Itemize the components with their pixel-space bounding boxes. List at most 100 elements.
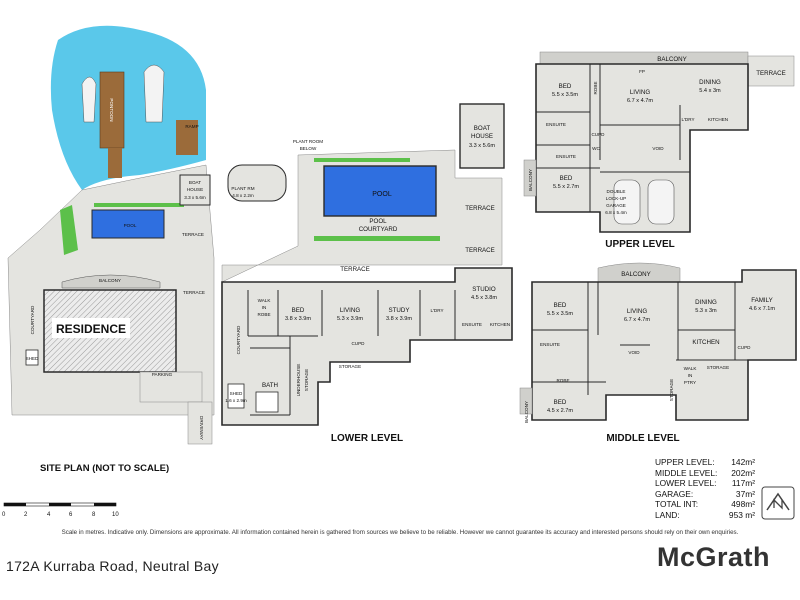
upper-void-label: VOID xyxy=(652,146,664,151)
site-plan-title: SITE PLAN (NOT TO SCALE) xyxy=(40,463,170,474)
lower-floor xyxy=(221,267,513,426)
lower-underhouse-1: UNDERHOUSE xyxy=(296,364,301,397)
lower-cupd-label: CUPD xyxy=(351,341,365,346)
site-shed xyxy=(25,349,39,366)
site-ramp-label: RAMP xyxy=(185,124,198,129)
lower-boat-house-label-1: BOAT xyxy=(474,125,491,132)
upper-living-dim: 6.7 x 4.7m xyxy=(627,98,653,104)
site-courtyard-label: COURTYARD xyxy=(30,305,35,334)
upper-level-title: UPPER LEVEL xyxy=(605,239,674,250)
parking-area xyxy=(139,371,203,403)
middle-ensuite-label: ENSUITE xyxy=(540,342,560,347)
upper-garage-2: LOCK-UP xyxy=(606,196,626,201)
scale-tick-6: 6 xyxy=(69,512,73,518)
lower-pool-label: POOL xyxy=(372,191,392,198)
area-row: GARAGE:37m² xyxy=(655,489,755,500)
middle-bed-2-label: BED xyxy=(554,399,567,406)
lower-study-dim: 3.8 x 3.9m xyxy=(386,316,412,322)
middle-level-title: MIDDLE LEVEL xyxy=(606,433,679,444)
lower-boat-house xyxy=(459,103,505,169)
lower-level-title: LOWER LEVEL xyxy=(331,433,403,444)
upper-garage-dim: 6.8 x 5.4m xyxy=(605,210,627,215)
site-boat-house-label-2: HOUSE xyxy=(187,187,203,192)
hedge-strip xyxy=(94,203,184,207)
upper-living-label: LIVING xyxy=(630,89,650,96)
lower-plant-rm-dim: 4.8 x 2.2m xyxy=(232,193,254,198)
upper-walls xyxy=(536,64,690,212)
scale-tick-8: 8 xyxy=(92,512,96,518)
car-2 xyxy=(647,179,675,225)
site-pool xyxy=(91,209,165,239)
area-value: 202m² xyxy=(731,467,755,478)
scale-tick-10: 10 xyxy=(112,512,119,518)
upper-ensuite-2-label: ENSUITE xyxy=(556,154,576,159)
property-address: 172A Kurraba Road, Neutral Bay xyxy=(6,558,219,574)
bath-tub xyxy=(255,391,279,413)
lower-courtyard-label: COURTYARD xyxy=(236,325,241,354)
hedge-top xyxy=(314,158,410,162)
upper-terrace-label: TERRACE xyxy=(756,70,786,77)
upper-ensuite-1-label: ENSUITE xyxy=(546,122,566,127)
lower-shed xyxy=(227,383,245,409)
upper-wc-label: WC xyxy=(592,146,600,151)
hedge-bottom xyxy=(314,236,440,241)
lower-pool-courtyard-2: COURTYARD xyxy=(359,226,398,233)
plan-labels: RESIDENCE POOL BOAT HOUSE 3.3 x 5.6m TER… xyxy=(26,56,786,444)
middle-kitchen-label: KITCHEN xyxy=(692,339,719,346)
upper-garage-3: GARAGE xyxy=(606,203,626,208)
lower-underhouse-2: STORAGE xyxy=(304,369,309,391)
upper-balcony-label: BALCONY xyxy=(657,56,687,63)
area-row: UPPER LEVEL: 142m² xyxy=(655,457,755,468)
middle-family-label: FAMILY xyxy=(751,297,773,304)
lower-bath-label: BATH xyxy=(262,382,278,389)
area-value: 142m² xyxy=(731,457,755,467)
middle-balcony-label: BALCONY xyxy=(621,271,651,278)
middle-void-label: VOID xyxy=(628,350,640,355)
garden-strip xyxy=(60,205,78,255)
middle-bed-1-dim: 5.5 x 3.5m xyxy=(547,311,573,317)
area-label: LOWER LEVEL: xyxy=(655,478,717,489)
site-boat-house-label: BOAT xyxy=(189,180,201,185)
upper-bed-2-label: BED xyxy=(560,175,573,182)
site-boat-house xyxy=(179,174,211,206)
middle-walk-in-1: WALK xyxy=(684,366,698,371)
site-plan xyxy=(7,25,215,445)
lower-ensuite-label: ENSUITE xyxy=(462,322,482,327)
middle-bed-2-dim: 4.5 x 2.7m xyxy=(547,408,573,414)
middle-living-label: LIVING xyxy=(627,308,647,315)
boat-1 xyxy=(81,76,97,123)
scale-tick-4: 4 xyxy=(47,512,51,518)
site-shed-label: SHED xyxy=(26,356,39,361)
lower-boat-house-dim: 3.3 x 5.6m xyxy=(469,143,495,149)
lower-boat-house-label-2: HOUSE xyxy=(471,133,493,140)
site-balcony-label: BALCONY xyxy=(99,278,121,283)
north-arrow-icon xyxy=(761,486,795,520)
area-schedule: UPPER LEVEL:142m² MIDDLE LEVEL:202m² LOW… xyxy=(655,457,755,521)
middle-floor xyxy=(531,269,797,421)
upper-ldry-label: L'DRY xyxy=(681,117,694,122)
upper-fp-label: FP xyxy=(639,69,645,74)
upper-bed-1-dim: 5.5 x 3.5m xyxy=(552,92,578,98)
lower-walk-in-robe-1: WALK xyxy=(258,298,272,303)
area-label: UPPER LEVEL: xyxy=(655,457,715,467)
upper-floor xyxy=(535,63,749,233)
site-pontoon-label: PONTOON xyxy=(109,98,114,121)
lower-terrace-label-1: TERRACE xyxy=(465,205,495,212)
lower-plant-rm-label: PLANT RM xyxy=(231,186,254,191)
residence-label-box xyxy=(52,318,130,338)
boat-2 xyxy=(143,64,165,123)
area-label: GARAGE: xyxy=(655,488,694,499)
upper-robe-label: ROBE xyxy=(593,81,598,94)
lower-storage-label: STORAGE xyxy=(339,364,361,369)
area-label: LAND: xyxy=(655,509,680,520)
lower-studio-dim: 4.5 x 3.8m xyxy=(471,295,497,301)
harbour-water xyxy=(50,25,206,190)
lower-study-label: STUDY xyxy=(389,307,410,314)
car-1 xyxy=(613,179,641,225)
lower-bed-label: BED xyxy=(292,307,305,314)
lower-living-label: LIVING xyxy=(340,307,360,314)
scale-tick-2: 2 xyxy=(24,512,28,518)
upper-kitchen-label: KITCHEN xyxy=(708,117,728,122)
upper-garage-1: DOUBLE xyxy=(607,189,626,194)
agency-logo: McGrath xyxy=(657,542,771,572)
